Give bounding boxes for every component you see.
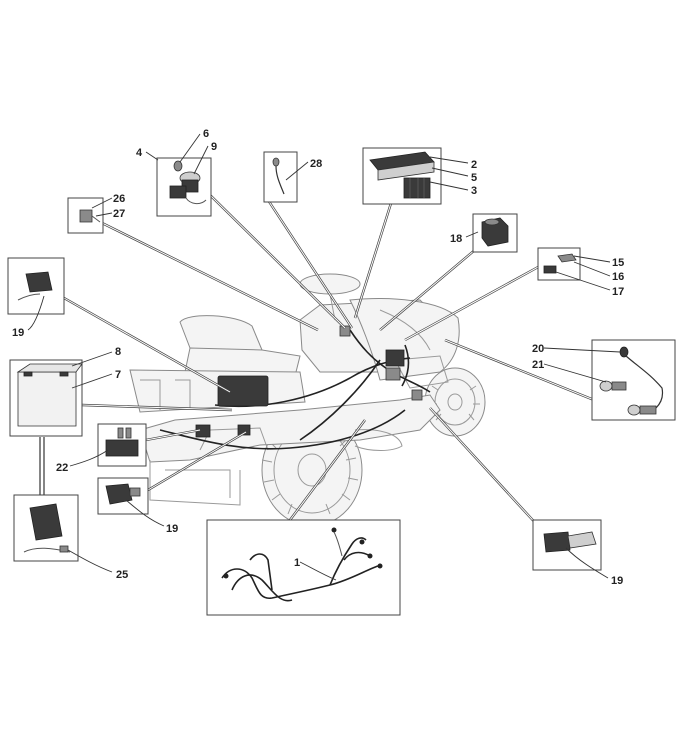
tractor-illustration [129, 273, 486, 527]
battery-box [9, 359, 83, 437]
leader-lines [39, 194, 595, 529]
callout-16: 16 [612, 271, 624, 283]
headlight-lamps-box [591, 339, 676, 421]
callout-9: 9 [211, 141, 217, 153]
connectors-box [537, 247, 581, 281]
callout-2: 2 [471, 159, 477, 171]
relay-mid-left-box [97, 477, 149, 515]
charger-box [13, 494, 79, 562]
callout-3: 3 [471, 185, 477, 197]
callout-19-top-left: 19 [12, 327, 24, 339]
wire-28-box [263, 151, 298, 203]
callout-22: 22 [56, 462, 68, 474]
callout-7: 7 [115, 369, 121, 381]
wiring-harness-box [206, 519, 401, 616]
callout-8: 8 [115, 346, 121, 358]
installed-wiring-harness [159, 325, 431, 450]
callout-4: 4 [136, 147, 143, 159]
relay-top-left-box [7, 257, 65, 315]
callout-19-mid-left: 19 [166, 523, 178, 535]
callout-17: 17 [612, 286, 624, 298]
control-panel-box [362, 147, 442, 205]
relay-lower-right-box [532, 519, 602, 571]
callout-20: 20 [532, 343, 544, 355]
callout-27: 27 [113, 208, 125, 220]
callout-28: 28 [310, 158, 322, 170]
callout-18: 18 [450, 233, 462, 245]
callout-21: 21 [532, 359, 544, 371]
callout-26: 26 [113, 193, 125, 205]
callout-numbers: 4 6 9 28 2 5 3 26 27 18 15 16 17 19 8 7 … [12, 128, 624, 587]
callout-15: 15 [612, 257, 624, 269]
callout-19-lower-right: 19 [611, 575, 623, 587]
callout-5: 5 [471, 172, 477, 184]
callout-25: 25 [116, 569, 128, 581]
callout-leaders [27, 133, 621, 581]
switch-18-box [472, 213, 518, 253]
ignition-switch-box [156, 157, 212, 217]
callout-6: 6 [203, 128, 209, 140]
callout-1: 1 [294, 557, 300, 569]
module-22-box [97, 423, 147, 467]
